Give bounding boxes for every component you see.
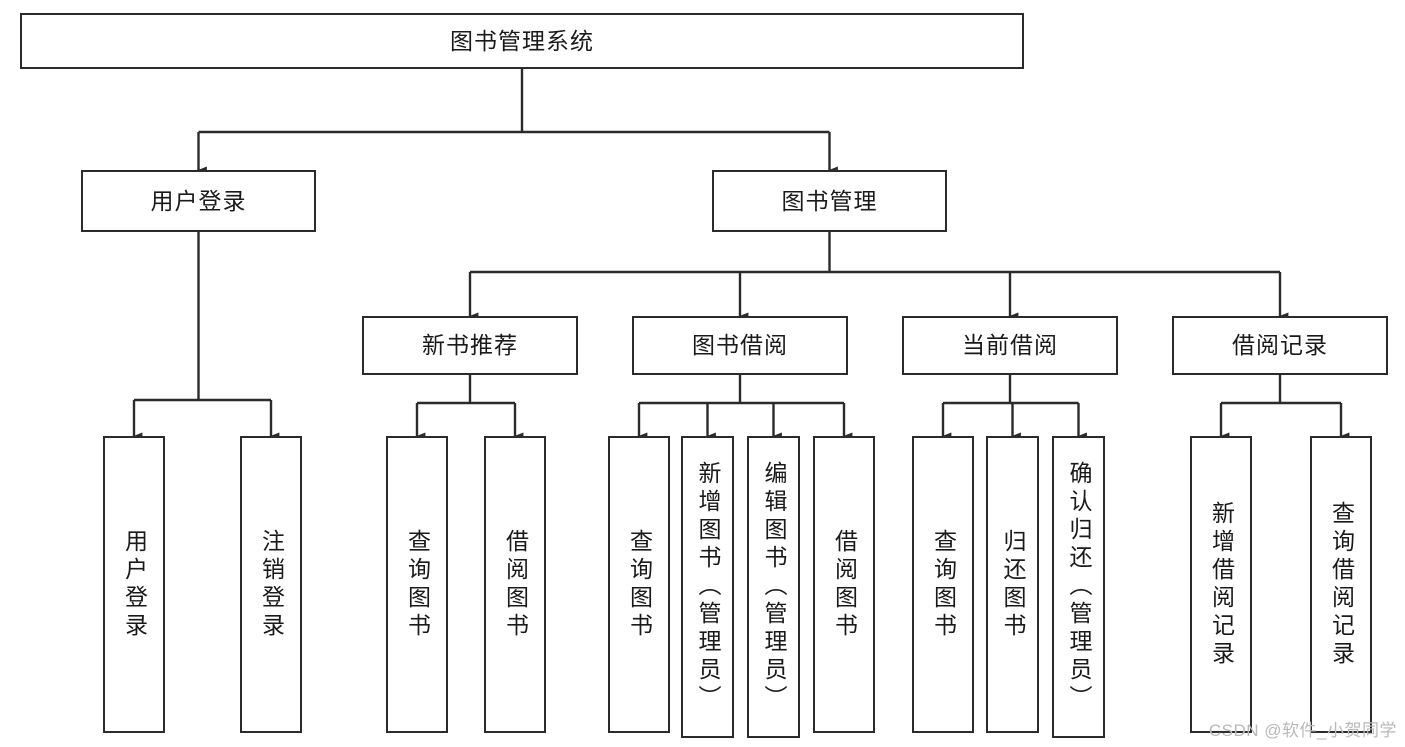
node-leaf-user-login[interactable]: 用户登录 [103, 436, 165, 733]
node-label: 借阅记录 [1232, 332, 1328, 358]
node-leaf-return-book[interactable]: 归还图书 [986, 436, 1039, 733]
watermark-text: CSDN @软件_小贺同学 [1208, 721, 1397, 740]
node-label: 用户登录 [121, 528, 148, 641]
node-root[interactable]: 图书管理系统 [20, 13, 1024, 69]
node-leaf-query-book-1[interactable]: 查询图书 [386, 436, 448, 733]
node-label: 新增借阅记录 [1208, 500, 1235, 669]
node-user-login[interactable]: 用户登录 [81, 170, 316, 232]
node-label: 编辑图书（管理员） [761, 461, 787, 713]
node-leaf-borrow-book-2[interactable]: 借阅图书 [813, 436, 875, 733]
node-leaf-borrow-book-1[interactable]: 借阅图书 [484, 436, 546, 733]
node-new-book-rec[interactable]: 新书推荐 [362, 316, 578, 375]
node-book-manage[interactable]: 图书管理 [712, 170, 947, 232]
node-label: 查询借阅记录 [1328, 500, 1355, 669]
node-leaf-query-book-3[interactable]: 查询图书 [912, 436, 974, 733]
node-leaf-add-book[interactable]: 新增图书（管理员） [681, 436, 734, 738]
node-label: 查询图书 [404, 528, 431, 641]
node-label: 注销登录 [258, 528, 285, 641]
node-leaf-edit-book[interactable]: 编辑图书（管理员） [747, 436, 800, 738]
connector-lines [132, 69, 1350, 440]
node-label: 归还图书 [1000, 528, 1026, 641]
node-label: 当前借阅 [962, 332, 1058, 358]
node-current-borrow[interactable]: 当前借阅 [902, 316, 1118, 375]
node-borrow-record[interactable]: 借阅记录 [1172, 316, 1388, 375]
node-leaf-add-record[interactable]: 新增借阅记录 [1190, 436, 1252, 733]
node-leaf-confirm-return[interactable]: 确认归还（管理员） [1052, 436, 1105, 738]
node-label: 查询图书 [626, 528, 653, 641]
node-label: 新增图书（管理员） [695, 461, 721, 713]
node-leaf-query-book-2[interactable]: 查询图书 [608, 436, 670, 733]
node-label: 新书推荐 [422, 332, 518, 358]
node-label: 查询图书 [930, 528, 957, 641]
node-book-borrow[interactable]: 图书借阅 [632, 316, 848, 375]
node-label: 图书借阅 [692, 332, 788, 358]
node-label: 用户登录 [150, 187, 247, 214]
node-leaf-logout-login[interactable]: 注销登录 [240, 436, 302, 733]
node-label: 图书管理 [781, 187, 878, 214]
node-label: 确认归还（管理员） [1066, 461, 1092, 713]
node-leaf-query-record[interactable]: 查询借阅记录 [1310, 436, 1372, 733]
node-label: 借阅图书 [502, 528, 529, 641]
node-label: 借阅图书 [831, 528, 858, 641]
node-label: 图书管理系统 [450, 27, 594, 54]
